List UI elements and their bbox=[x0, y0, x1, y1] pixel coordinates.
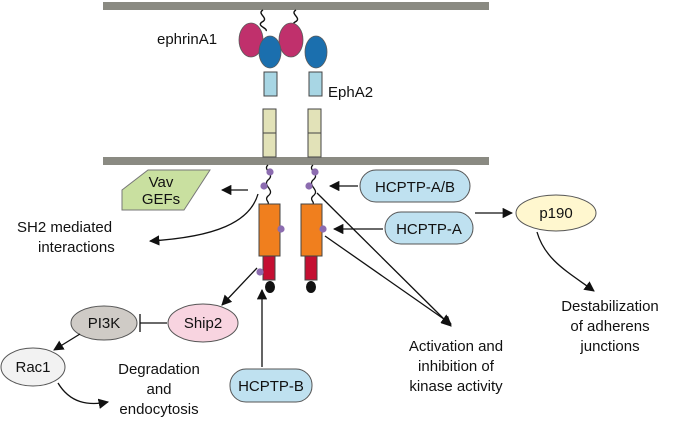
hcptp-b-node: HCPTP-B bbox=[229, 368, 313, 403]
arrow-sh2-interactions bbox=[148, 193, 259, 246]
vav-label-line2: GEFs bbox=[142, 191, 180, 208]
pdz-binding-motif-left bbox=[265, 281, 275, 293]
ephrinA1-label: ephrinA1 bbox=[157, 31, 217, 48]
rac1-node: Rac1 bbox=[0, 347, 66, 387]
activation-label-line1: Activation and bbox=[409, 338, 503, 355]
degradation-label-line3: endocytosis bbox=[119, 401, 198, 418]
p190-node: p190 bbox=[515, 194, 597, 232]
phospho-tyrosine bbox=[311, 168, 319, 176]
ephrin-tether-left bbox=[259, 9, 267, 32]
destabilization-label-line2: of adherens bbox=[570, 318, 649, 335]
phospho-tyrosine bbox=[256, 268, 264, 276]
epha2-label: EphA2 bbox=[328, 84, 373, 101]
hcptp-ab-label: HCPTP-A/B bbox=[375, 179, 455, 196]
activation-label-line3: kinase activity bbox=[409, 378, 503, 395]
activation-label-line2: inhibition of bbox=[418, 358, 495, 375]
arrow-p190-to-destabilization bbox=[536, 231, 595, 292]
arrow-to-activation-1 bbox=[316, 192, 452, 327]
hcptp-ab-node: HCPTP-A/B bbox=[359, 169, 471, 203]
destabilization-label-line3: junctions bbox=[579, 338, 639, 355]
ship2-label: Ship2 bbox=[184, 315, 222, 332]
phospho-tyrosine bbox=[305, 182, 313, 190]
sam-domain-right bbox=[304, 255, 318, 281]
sh2-label-line1: SH2 mediated bbox=[17, 219, 112, 236]
top-membrane bbox=[103, 2, 489, 10]
degradation-label-line2: and bbox=[146, 381, 171, 398]
sam-domain-left bbox=[262, 255, 276, 281]
p190-label: p190 bbox=[539, 205, 572, 222]
cysteine-rich-domain-left bbox=[263, 71, 278, 97]
rac1-label: Rac1 bbox=[15, 359, 50, 376]
pdz-binding-motif-right bbox=[306, 281, 316, 293]
hcptp-b-label: HCPTP-B bbox=[238, 378, 304, 395]
ephrinA1-ligand-right bbox=[278, 22, 304, 58]
phospho-tyrosine bbox=[260, 182, 268, 190]
arrow-rac1-to-degradation bbox=[57, 382, 110, 409]
hcptp-a-label: HCPTP-A bbox=[396, 221, 462, 238]
phospho-tyrosine bbox=[277, 225, 285, 233]
pi3k-label: PI3K bbox=[88, 315, 121, 332]
ligand-binding-domain-left bbox=[258, 35, 282, 69]
destabilization-label-line1: Destabilization bbox=[561, 298, 659, 315]
ligand-binding-domain-right bbox=[304, 35, 328, 69]
arrow-receptor-to-ship2 bbox=[221, 267, 258, 306]
vav-gefs-node: Vav GEFs bbox=[121, 169, 211, 211]
pi3k-node: PI3K bbox=[70, 305, 138, 341]
plasma-membrane bbox=[103, 157, 489, 165]
arrow-pi3k-to-rac1 bbox=[53, 333, 81, 351]
cysteine-rich-domain-right bbox=[308, 71, 323, 97]
ship2-node: Ship2 bbox=[167, 303, 239, 343]
arrow-to-activation-2 bbox=[324, 235, 452, 325]
vav-label-line1: Vav bbox=[149, 174, 174, 191]
hcptp-a-node: HCPTP-A bbox=[384, 211, 474, 245]
phospho-tyrosine bbox=[319, 225, 327, 233]
sh2-label-line2: interactions bbox=[38, 239, 115, 256]
phospho-tyrosine bbox=[266, 168, 274, 176]
degradation-label-line1: Degradation bbox=[118, 361, 200, 378]
kinase-domain-left bbox=[258, 203, 281, 257]
kinase-domain-right bbox=[300, 203, 323, 257]
